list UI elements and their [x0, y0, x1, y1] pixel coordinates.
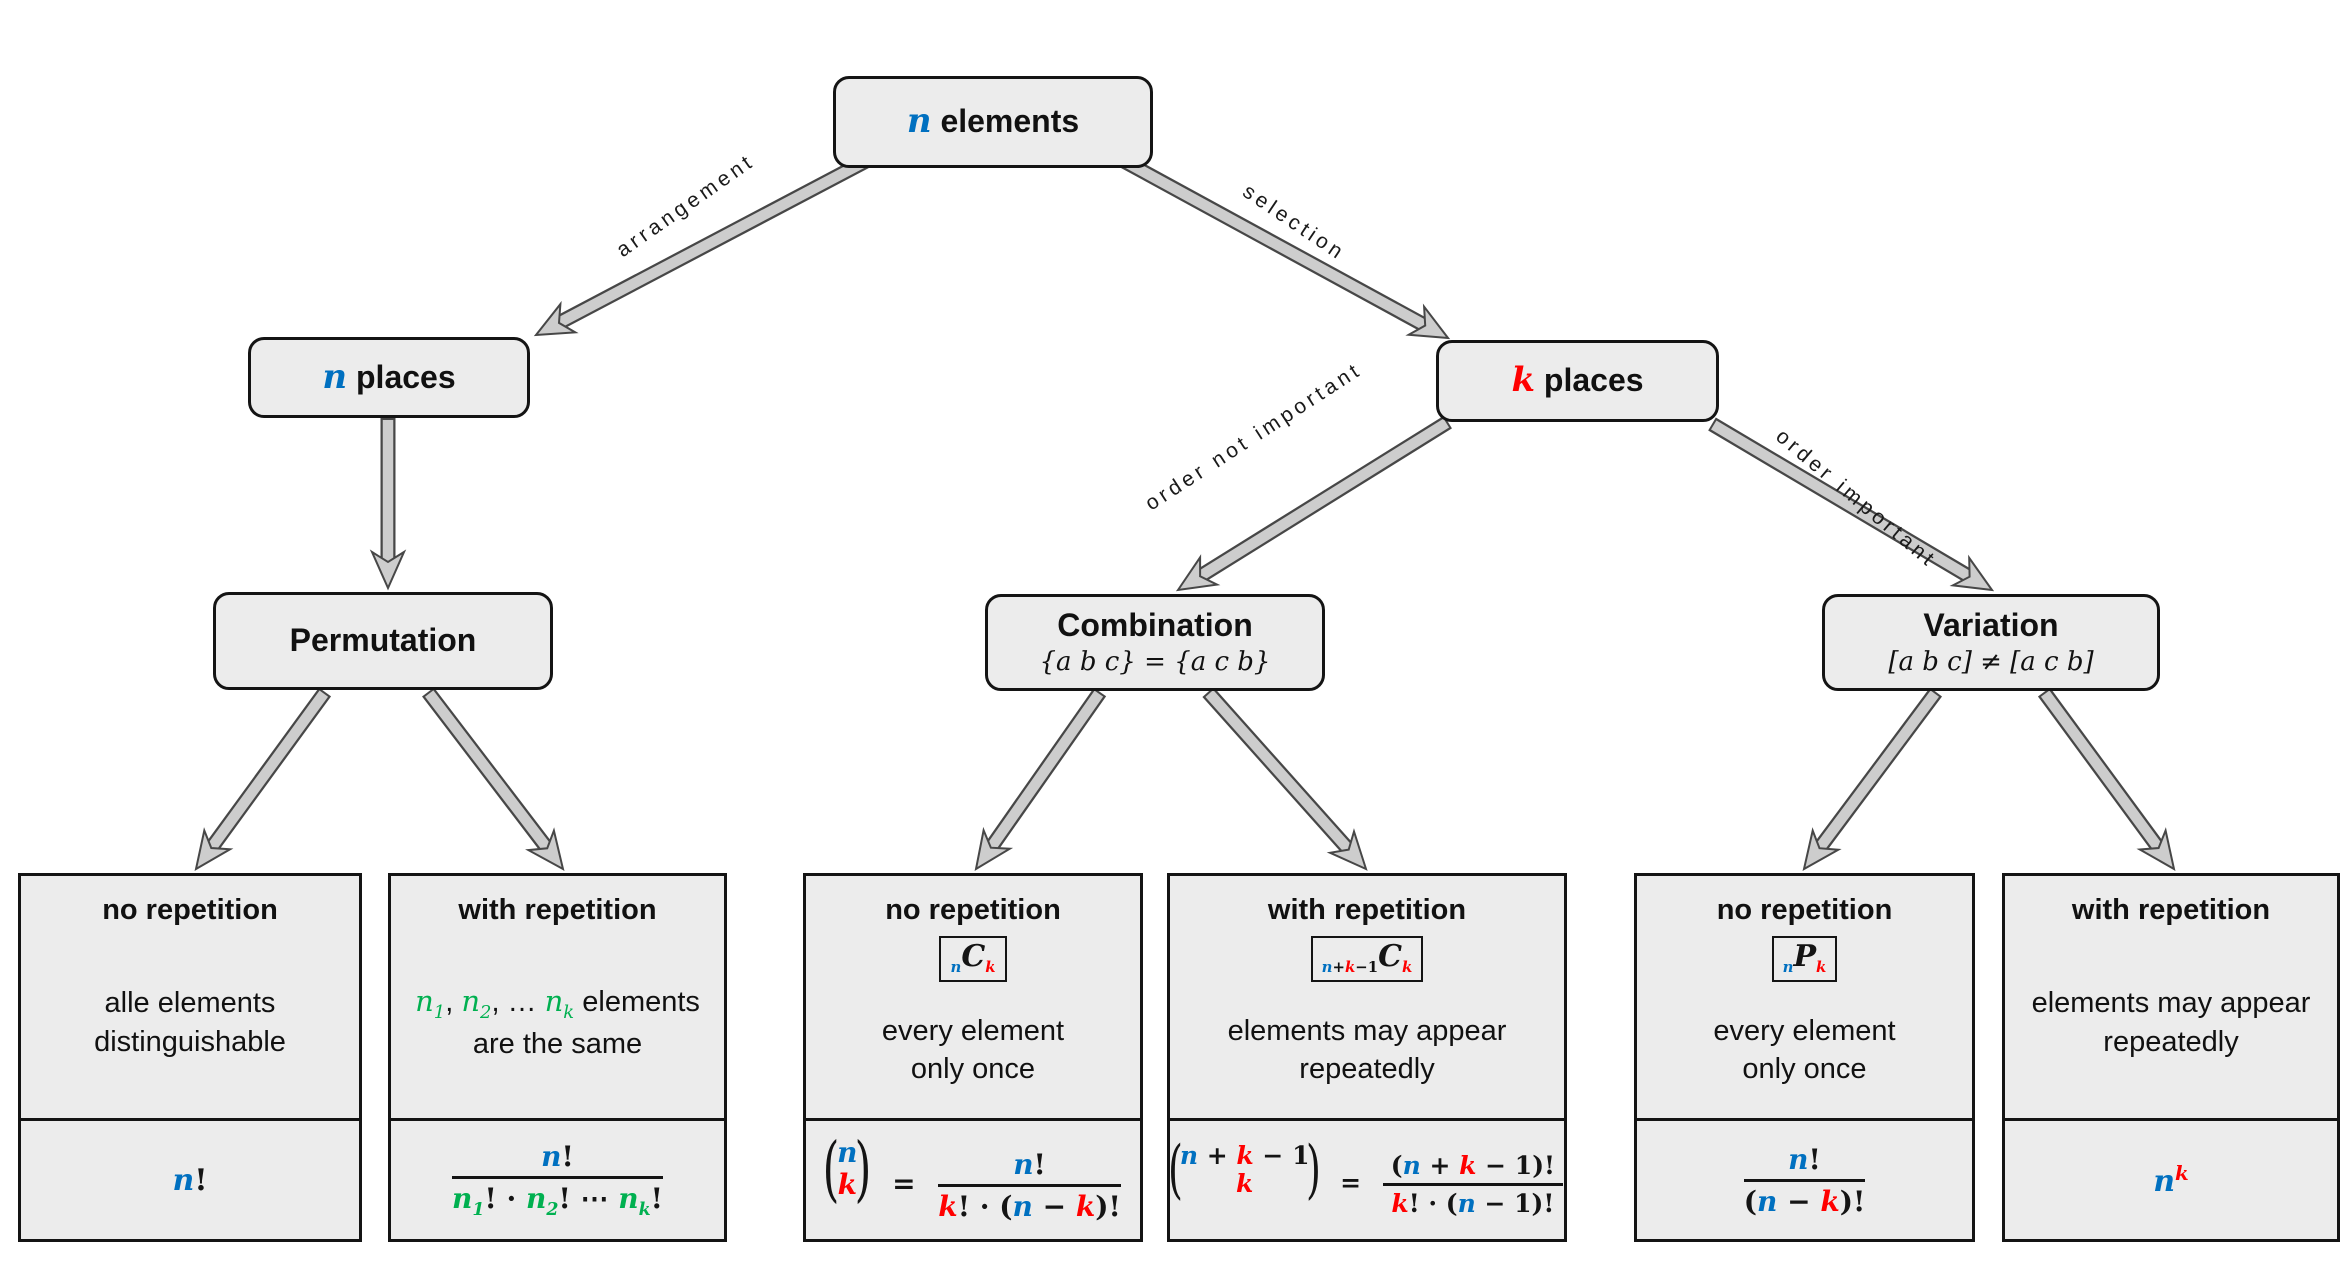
- numerator: n!: [938, 1148, 1121, 1187]
- node-permutation: Permutation: [213, 592, 553, 690]
- paren-left: (: [1167, 1132, 1183, 1207]
- badge-nPk: nPk: [1771, 936, 1838, 982]
- leaf-variation-with-repetition: with repetition elements may appear repe…: [2002, 873, 2340, 1242]
- node-n-elements: n elements: [833, 76, 1153, 168]
- node-combination-title: Combination: [1057, 607, 1253, 644]
- badge-nCk: nCk: [939, 936, 1007, 982]
- binomial-bottom: k: [837, 1167, 857, 1201]
- leaf-body: every element only once: [1713, 982, 1895, 1118]
- leaf-body: elements may appear repeatedly: [2032, 927, 2311, 1118]
- leaf-variation-no-repetition: no repetition nPk every element only onc…: [1634, 873, 1975, 1242]
- equals-sign: =: [1340, 1167, 1362, 1197]
- leaf-permutation-with-repetition: with repetition n1, n2, … nk elements ar…: [388, 873, 727, 1242]
- node-n-places-text: places: [347, 358, 456, 395]
- node-n-elements-text: elements: [931, 103, 1080, 140]
- body-line: only once: [1742, 1052, 1867, 1085]
- leaf-heading: with repetition: [1267, 894, 1467, 926]
- body-line: n1, n2, … nk elements: [415, 983, 700, 1024]
- leaf-combination-with-repetition: with repetition n+k−1Ck elements may app…: [1167, 873, 1567, 1242]
- binomial-column: n k: [837, 1137, 857, 1200]
- leaf-description: no repetition nPk every element only onc…: [1637, 876, 1972, 1121]
- leaf-heading: no repetition: [1716, 894, 1893, 926]
- node-variation: Variation [a b c] ≠ [a c b]: [1822, 594, 2160, 691]
- leaf-body: every element only once: [882, 982, 1064, 1118]
- binomial-top: n + k − 1: [1179, 1141, 1310, 1171]
- leaf-body: n1, n2, … nk elements are the same: [415, 927, 700, 1118]
- formula-multinomial: n! n1! · n2! ⋯ nk!: [452, 1140, 663, 1220]
- numerator: n!: [1743, 1143, 1866, 1182]
- leaf-formula: ( n k ) = n! k! · (n − k)!: [806, 1121, 1140, 1239]
- numerator: n!: [452, 1140, 663, 1180]
- body-line: alle elements: [104, 987, 276, 1020]
- leaf-formula: n! n1! · n2! ⋯ nk!: [391, 1121, 724, 1239]
- denominator: (n − k)!: [1743, 1184, 1866, 1218]
- denominator: k! · (n − k)!: [938, 1189, 1121, 1223]
- leaf-permutation-no-repetition: no repetition alle elements distinguisha…: [18, 873, 362, 1242]
- leaf-description: no repetition nCk every element only onc…: [806, 876, 1140, 1121]
- leaf-formula: nk: [2005, 1121, 2337, 1239]
- badge-n-plus-k-minus-1-C-k: n+k−1Ck: [1310, 936, 1424, 982]
- leaf-body: alle elements distinguishable: [94, 927, 286, 1118]
- node-k-places: k places: [1436, 340, 1719, 422]
- var-n: n: [906, 101, 932, 142]
- leaf-formula: n!: [21, 1121, 359, 1239]
- leaf-heading: with repetition: [2071, 894, 2271, 926]
- leaf-heading: no repetition: [102, 894, 278, 926]
- node-variation-title: Variation: [1923, 607, 2059, 644]
- leaf-description: with repetition elements may appear repe…: [2005, 876, 2337, 1121]
- node-n-places-label: n places: [322, 356, 456, 397]
- body-line: are the same: [472, 1027, 643, 1060]
- node-combination: Combination {a b c} = {a c b}: [985, 594, 1325, 691]
- node-permutation-title: Permutation: [289, 622, 477, 659]
- fraction: n! n1! · n2! ⋯ nk!: [452, 1140, 663, 1220]
- node-k-places-label: k places: [1511, 362, 1643, 399]
- node-combination-example: {a b c} = {a c b}: [1039, 646, 1271, 677]
- node-variation-example: [a b c] ≠ [a c b]: [1888, 646, 2094, 677]
- binomial-column: n + k − 1 k: [1180, 1142, 1310, 1198]
- formula-n-factorial: n!: [172, 1162, 208, 1198]
- var-k: k: [1511, 360, 1536, 401]
- binomial-top: n: [837, 1136, 858, 1170]
- leaf-description: with repetition n+k−1Ck elements may app…: [1170, 876, 1564, 1121]
- leaf-formula: n! (n − k)!: [1637, 1121, 1972, 1239]
- formula-n-power-k: nk: [2153, 1161, 2189, 1199]
- leaf-description: with repetition n1, n2, … nk elements ar…: [391, 876, 724, 1121]
- formula-k-permutations: n! (n − k)!: [1743, 1143, 1866, 1218]
- fraction: (n + k − 1)! k! · (n − 1)!: [1382, 1151, 1564, 1218]
- binomial-bottom: k: [1235, 1169, 1254, 1199]
- var-n: n: [322, 356, 348, 397]
- formula-binomial-repetition: ( n + k − 1 k ) = (n + k − 1)! k! · (n −…: [1167, 1132, 1564, 1218]
- leaf-formula: ( n + k − 1 k ) = (n + k − 1)! k! · (n −…: [1167, 1121, 1564, 1239]
- paren-right: ): [855, 1126, 872, 1210]
- node-n-places: n places: [248, 337, 530, 418]
- fraction: n! k! · (n − k)!: [938, 1148, 1121, 1223]
- body-line: every element: [1713, 1014, 1896, 1047]
- denominator: k! · (n − 1)!: [1391, 1188, 1555, 1218]
- body-line: elements may appear: [1227, 1014, 1507, 1047]
- paren-left: (: [822, 1126, 840, 1210]
- leaf-heading: no repetition: [885, 894, 1061, 926]
- body-line: distinguishable: [94, 1025, 286, 1058]
- body-line: every element: [881, 1014, 1065, 1047]
- leaf-description: no repetition alle elements distinguisha…: [21, 876, 359, 1121]
- denominator: n1! · n2! ⋯ nk!: [452, 1182, 663, 1220]
- equals-sign: =: [892, 1166, 916, 1200]
- paren-right: ): [1306, 1132, 1322, 1207]
- node-n-elements-label: n elements: [907, 103, 1079, 140]
- node-k-places-text: places: [1535, 362, 1644, 399]
- body-line: repeatedly: [1299, 1052, 1435, 1085]
- fraction: n! (n − k)!: [1743, 1143, 1866, 1218]
- leaf-body: elements may appear repeatedly: [1228, 982, 1507, 1118]
- formula-binomial: ( n k ) = n! k! · (n − k)!: [822, 1126, 1121, 1223]
- leaf-combination-no-repetition: no repetition nCk every element only onc…: [803, 873, 1143, 1242]
- binomial-coefficient: ( n k ): [822, 1126, 872, 1210]
- leaf-heading: with repetition: [458, 894, 657, 926]
- body-line: only once: [910, 1052, 1036, 1085]
- body-line: elements may appear: [2031, 987, 2311, 1020]
- numerator: (n + k − 1)!: [1382, 1151, 1564, 1186]
- binomial-coefficient: ( n + k − 1 k ): [1167, 1132, 1322, 1207]
- body-line: repeatedly: [2103, 1025, 2239, 1058]
